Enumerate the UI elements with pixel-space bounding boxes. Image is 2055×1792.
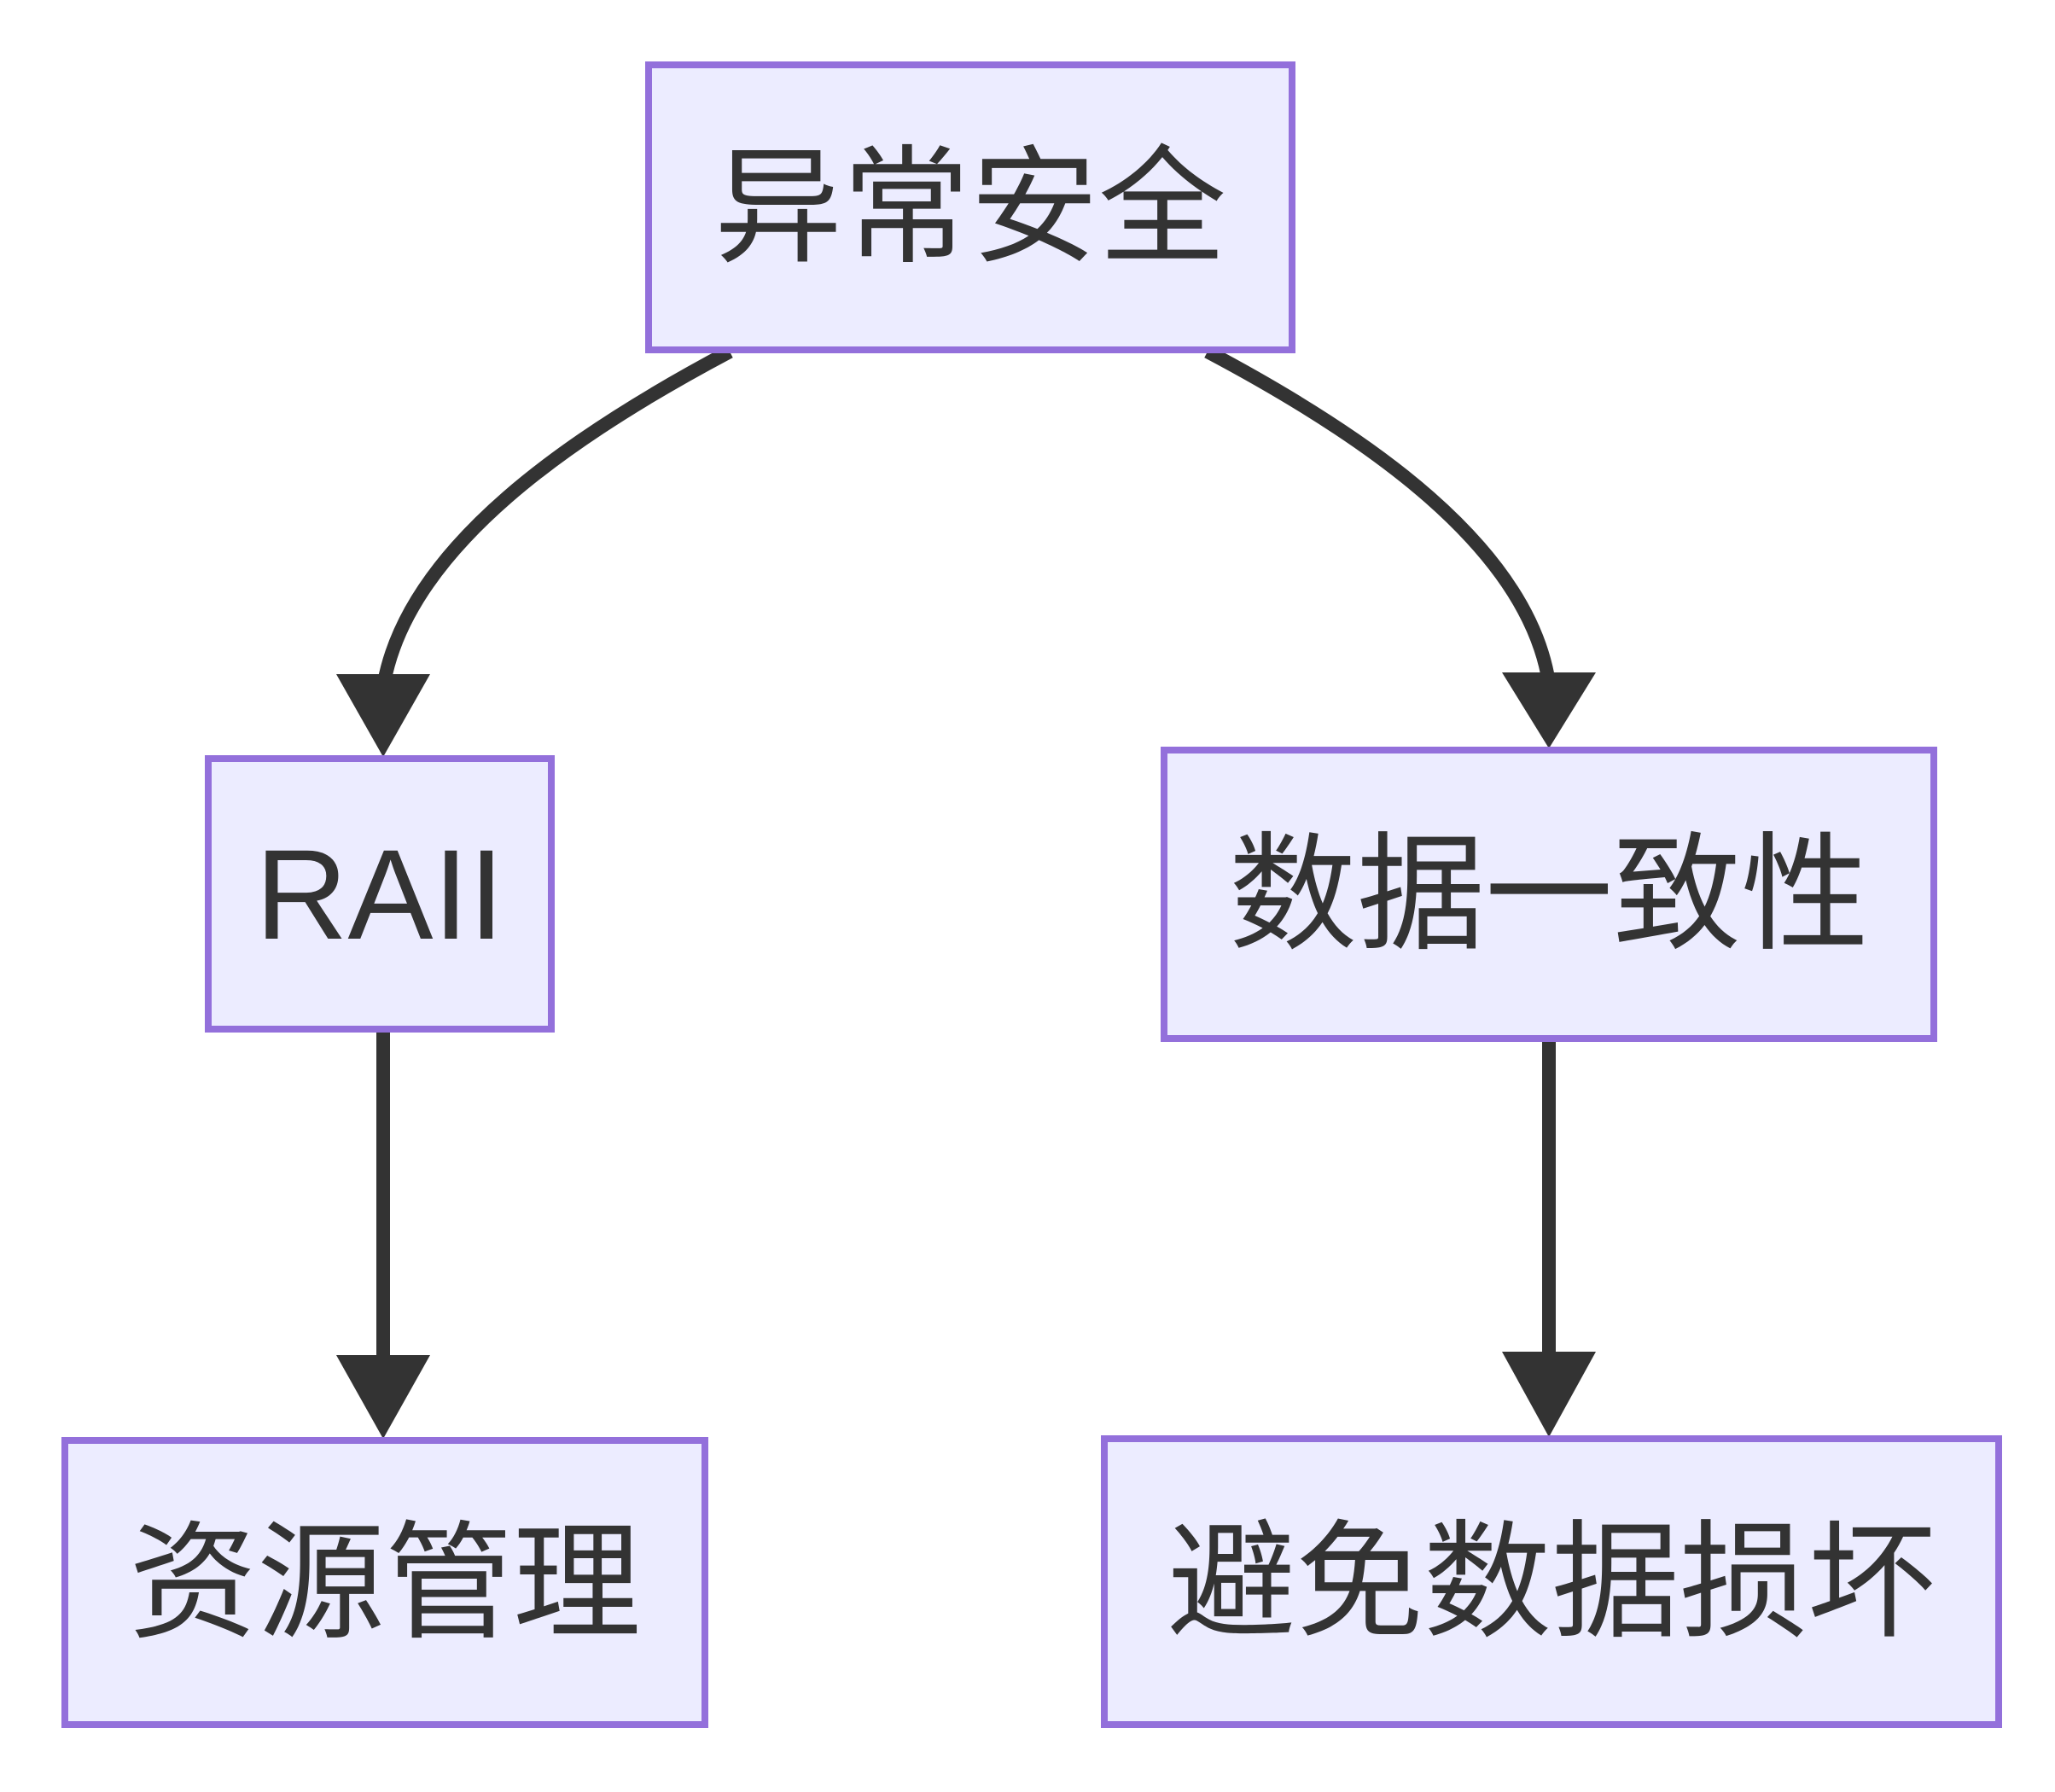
node-resource-management: 资源管理 [61, 1437, 708, 1728]
arrowhead-avoid-icon [1502, 1352, 1596, 1437]
node-avoid-data-corruption: 避免数据损坏 [1101, 1435, 2002, 1728]
node-data-consistency-label: 数据一致性 [1228, 823, 1869, 966]
arrowhead-consistency-icon [1502, 672, 1596, 748]
node-exception-safety: 异常安全 [645, 61, 1295, 353]
edge-exception-to-raii [377, 345, 733, 684]
arrowhead-raii-icon [336, 674, 430, 757]
node-data-consistency: 数据一致性 [1161, 747, 1937, 1042]
node-resource-management-label: 资源管理 [128, 1510, 641, 1655]
edge-exception-to-consistency [1204, 345, 1556, 684]
node-raii: RAII [205, 755, 555, 1033]
node-avoid-data-corruption-label: 避免数据损坏 [1167, 1510, 1936, 1654]
arrowhead-resource-icon [336, 1355, 430, 1439]
node-raii-label: RAII [255, 822, 504, 966]
node-exception-safety-label: 异常安全 [713, 136, 1226, 279]
